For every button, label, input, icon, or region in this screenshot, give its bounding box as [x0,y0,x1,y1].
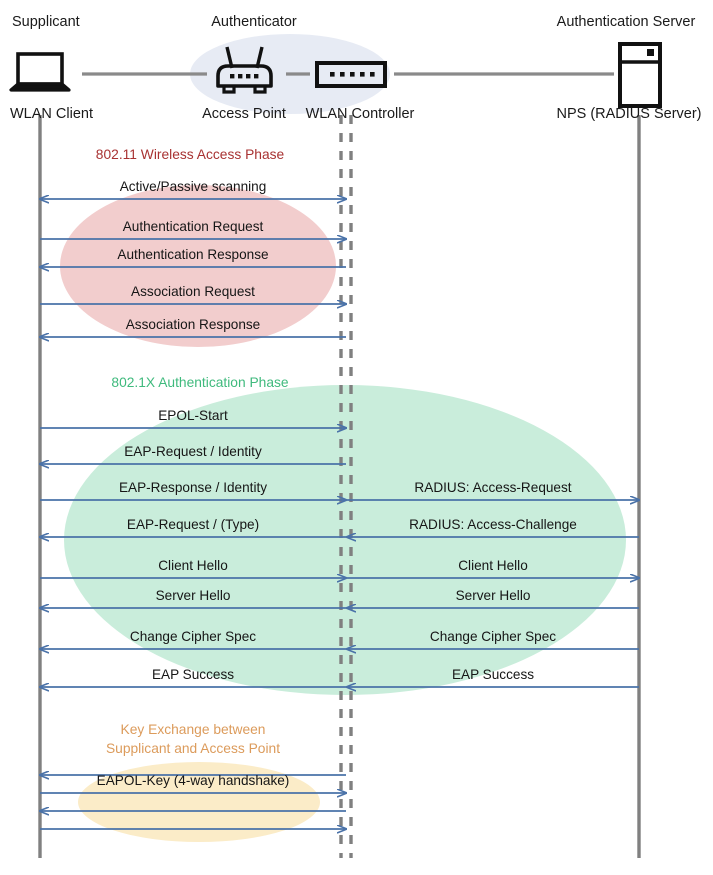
message-label: Change Cipher Spec [429,629,557,644]
message-label: EAP Success [451,667,535,682]
node-name-nps-radius-server: NPS (RADIUS Server) [556,106,702,122]
node-name-access-point: Access Point [202,106,286,122]
message-label: Client Hello [158,558,228,573]
phase-80211-ellipse [60,185,336,347]
phase-label-key-exchange-line2: Supplicant and Access Point [105,740,281,756]
message-label: RADIUS: Access-Challenge [409,517,577,532]
message-label: EAPOL-Key (4-way handshake) [96,773,290,788]
phase-label-8021x: 802.1X Authentication Phase [111,375,289,390]
message-label: EAP-Request / Identity [124,444,262,459]
message-arrows-supplicant-authenticator [40,199,346,829]
laptop-icon [9,52,71,92]
message-label: EAP-Request / (Type) [126,517,260,532]
role-title-supplicant: Supplicant [12,14,80,30]
node-name-wlan-controller: WLAN Controller [305,106,415,122]
message-label: EAP Success [151,667,235,682]
message-label: RADIUS: Access-Request [414,480,572,495]
node-name-wlan-client: WLAN Client [10,106,93,122]
message-label: Association Request [131,284,255,299]
message-label: Server Hello [455,588,531,603]
phase-key-exchange-ellipse [78,762,320,842]
message-label: EPOL-Start [158,408,228,423]
wlan-controller-icon [315,61,387,88]
message-label: Authentication Response [117,247,269,262]
message-label: EAP-Response / Identity [118,480,268,495]
message-label: Change Cipher Spec [129,629,257,644]
message-label: Client Hello [458,558,528,573]
server-tower-icon [618,42,662,108]
phase-label-80211: 802.11 Wireless Access Phase [95,147,285,162]
phase-label-key-exchange: Key Exchange between Supplicant and Acce… [73,721,313,758]
role-title-auth-server: Authentication Server [556,14,696,30]
wireless-router-icon [216,46,273,94]
message-arrows-authenticator-server [347,500,639,687]
message-label: Server Hello [155,588,231,603]
phase-label-key-exchange-line1: Key Exchange between [120,722,266,737]
role-title-authenticator: Authenticator [211,14,297,30]
phase-8021x-ellipse [64,385,626,695]
message-label: Active/Passive scanning [119,179,267,194]
message-label: Authentication Request [122,219,264,234]
message-label: Association Response [125,317,261,332]
